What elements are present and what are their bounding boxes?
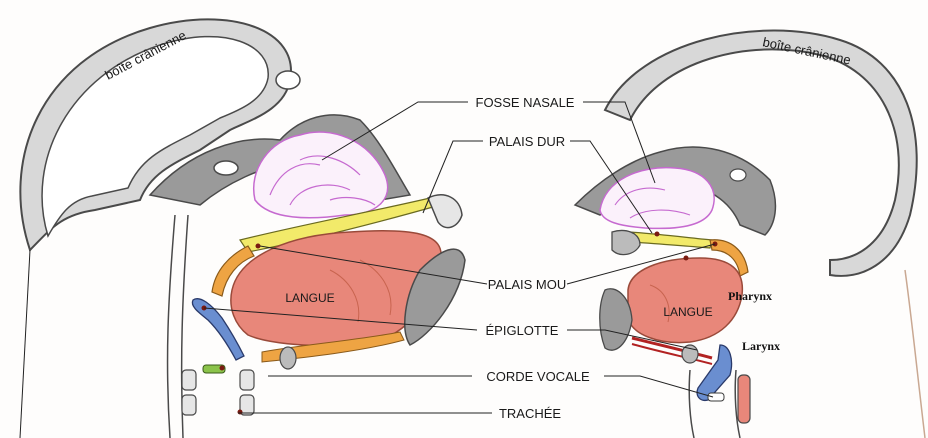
left-vertebrae bbox=[181, 369, 255, 416]
right-skull bbox=[603, 29, 918, 277]
label-vocal-cord: CORDE VOCALE bbox=[486, 369, 590, 384]
label-epiglottis: ÉPIGLOTTE bbox=[486, 323, 559, 338]
label-tongue-left: LANGUE bbox=[285, 291, 334, 305]
right-tongue bbox=[627, 257, 744, 344]
label-trachea: TRACHÉE bbox=[499, 406, 561, 421]
right-vocal-cord bbox=[707, 392, 725, 402]
left-head bbox=[19, 18, 466, 438]
label-hard-palate: PALAIS DUR bbox=[489, 134, 565, 149]
right-head bbox=[573, 29, 926, 438]
left-vocal-cord bbox=[202, 364, 226, 374]
label-pharynx: Pharynx bbox=[728, 289, 772, 303]
label-tongue-right: LANGUE bbox=[663, 305, 712, 319]
leader-lines bbox=[203, 101, 716, 414]
left-nasal-cavity bbox=[252, 131, 389, 219]
label-soft-palate: PALAIS MOU bbox=[488, 277, 567, 292]
left-soft-palate bbox=[211, 245, 255, 297]
label-nasal-cavity: FOSSE NASALE bbox=[476, 95, 575, 110]
label-larynx: Larynx bbox=[742, 339, 780, 353]
